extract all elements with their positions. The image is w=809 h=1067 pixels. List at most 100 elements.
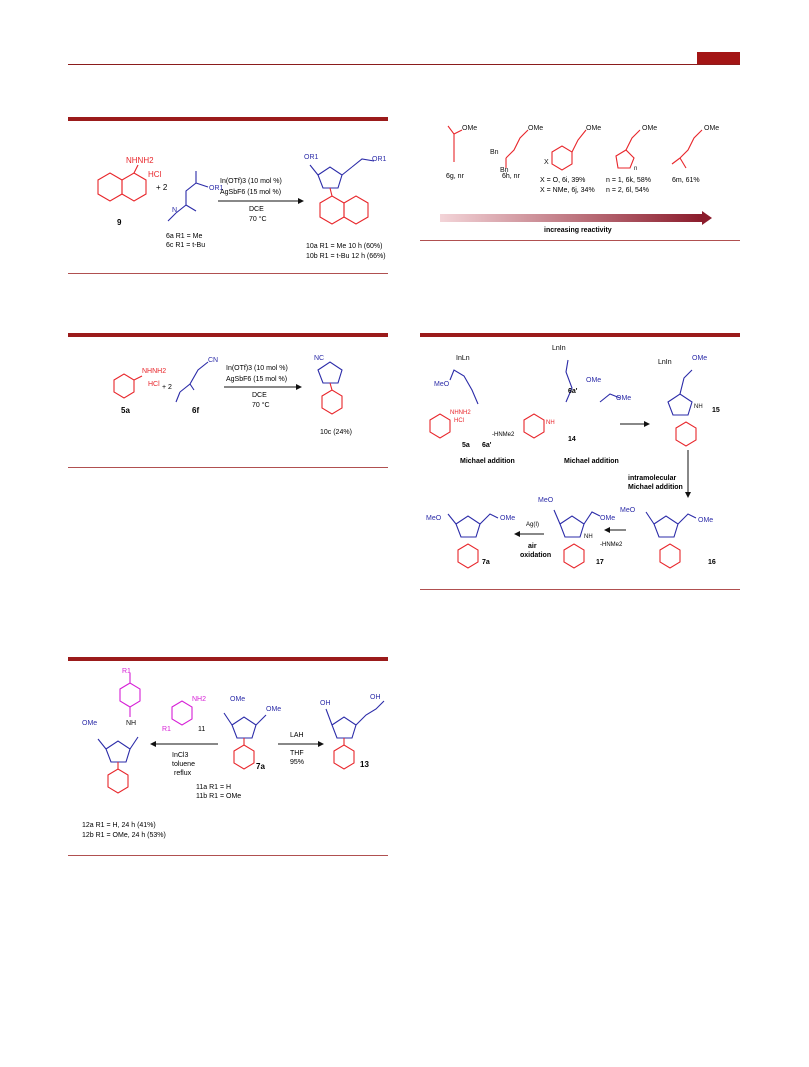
air-label: air [528, 543, 537, 550]
diol-13-structure [325, 700, 385, 739]
reagent-11-label: 11 [198, 726, 205, 733]
label-6i: X = O, 6i, 39% [540, 177, 585, 184]
scheme4-figure: OMe 6g, nr OMe Bn Bn 6h, nr OMe X X = O,… [440, 125, 719, 234]
svg-text:OMe: OMe [266, 706, 281, 713]
bn-label: Bn [490, 149, 499, 156]
scheme1-top-bar [68, 117, 388, 121]
cond-solvent: DCE [249, 206, 264, 213]
reactivity-label: increasing reactivity [544, 227, 612, 234]
scheme2-top-bar [68, 333, 388, 337]
label-17: 17 [596, 559, 604, 566]
compound-6f-label: 6f [192, 406, 199, 415]
aniline-structure [171, 700, 193, 726]
svg-text:OMe: OMe [586, 125, 601, 132]
cyclic-enamine-6k-structure [615, 129, 641, 169]
pyrazole-10c-structure [317, 361, 343, 384]
pyrazole-amide-structure [97, 736, 139, 763]
hcl-label: HCl [454, 418, 464, 424]
svg-text:NH: NH [584, 534, 593, 540]
step-michael-1: Michael addition [460, 458, 515, 465]
scheme4-bottom-rule [420, 240, 740, 241]
scheme5-figure: InLn MeO NHNH2 HCl 5a 6a' -HNMe2 Michael… [426, 345, 720, 569]
scheme2-bottom-rule [68, 467, 388, 468]
cond-solvent: DCE [252, 392, 267, 399]
svg-text:OMe: OMe [528, 125, 543, 132]
svg-text:N: N [172, 207, 177, 214]
cond-yield: 95% [290, 759, 304, 766]
intermediate-14 [565, 359, 621, 403]
label-14: 14 [568, 436, 576, 443]
n-label: n [634, 166, 637, 172]
intermediate-17 [553, 509, 601, 538]
phenylhydrazine-5a [429, 413, 451, 439]
ome-label: OMe [82, 720, 97, 727]
scheme5-bottom-rule [420, 589, 740, 590]
or1-label-right: OR1 [372, 156, 387, 163]
equivalents-label: + 2 [156, 183, 168, 192]
svg-text:OMe: OMe [616, 395, 631, 402]
aryl-amide-structure [119, 673, 141, 717]
or1-label-left: OR1 [304, 154, 319, 161]
product-10a: 10a R1 = Me 10 h (60%) [306, 243, 382, 250]
step-intramolecular: intramolecular [628, 475, 677, 482]
r1-label: R1 [122, 668, 131, 675]
ome-label-6g: OMe [462, 125, 477, 132]
svg-text:Bn: Bn [500, 167, 509, 174]
r1-label-reagent: R1 [162, 726, 171, 733]
nhnh2-label: NHNH2 [450, 410, 471, 416]
svg-text:OMe: OMe [586, 377, 601, 384]
sm-6a-label: 6a R1 = Me [166, 233, 202, 240]
cond-reflux: reflux [174, 770, 192, 777]
hcl-label: HCl [148, 170, 162, 179]
svg-text:OMe: OMe [704, 125, 719, 132]
sm-6c-label: 6c R1 = t-Bu [166, 242, 205, 249]
scheme3-top-bar [68, 657, 388, 661]
reagent-11a: 11a R1 = H [196, 784, 231, 791]
pyrazole-product-structure [309, 158, 375, 189]
label-5a: 5a [462, 442, 470, 449]
cond-temp: 70 °C [252, 401, 270, 409]
label-6a-prime: 6a' [482, 442, 492, 449]
or1-label: OR1 [209, 185, 224, 192]
reactivity-arrow-head [702, 211, 712, 225]
svg-text:OMe: OMe [698, 517, 713, 524]
oh-label: OH [320, 700, 331, 707]
nhnh2-label: NHNH2 [142, 368, 166, 375]
svg-text:OMe: OMe [230, 696, 245, 703]
x-label: X [544, 159, 549, 166]
nh-label-15: NH [694, 404, 703, 410]
svg-text:MeO: MeO [538, 497, 554, 504]
activated-enaminoester [449, 369, 479, 405]
scheme3-figure: R1 NH OMe NH2 R1 11 InCl3 toluene reflux… [82, 668, 385, 839]
header-accent-block [697, 52, 740, 64]
scheme1-figure: NHNH2 HCl 9 + 2 OR1 N 6a R1 = Me 6c R1 =… [97, 154, 387, 260]
label-7a: 7a [482, 559, 490, 566]
hnme2-label: -HNMe2 [492, 432, 515, 438]
scheme1-bottom-rule [68, 273, 388, 274]
label-6m: 6m, 61% [672, 177, 700, 184]
cond-catalyst: In(OTf)3 (10 mol %) [226, 365, 288, 372]
label-6h: 6h, nr [502, 173, 521, 180]
product-10b: 10b R1 = t-Bu 12 h (66%) [306, 253, 386, 260]
step-michael-2: Michael addition [564, 458, 619, 465]
hnme2-label-2: -HNMe2 [600, 542, 623, 548]
alkyne-6g-structure [447, 125, 463, 162]
cond-incl3: InCl3 [172, 752, 188, 759]
reagent-11b: 11b R1 = OMe [196, 793, 241, 800]
enamine-6h-structure [505, 129, 529, 168]
svg-text:OMe: OMe [692, 355, 707, 362]
naphthylhydrazine-structure [97, 164, 147, 202]
product-12a: 12a R1 = H, 24 h (41%) [82, 822, 156, 829]
pyrazole-7a-structure [223, 712, 267, 739]
ag-label: Ag(I) [526, 522, 539, 528]
cond-additive: AgSbF6 (15 mol %) [220, 189, 281, 196]
meo-label: MeO [434, 381, 450, 388]
label-6l: n = 2, 6l, 54% [606, 187, 649, 194]
cond-catalyst: In(OTf)3 (10 mol %) [220, 178, 282, 185]
nh-label: NH [126, 720, 136, 727]
nc-label: NC [314, 355, 324, 362]
svg-text:OMe: OMe [500, 515, 515, 522]
phenylhydrazine-structure [113, 373, 143, 399]
svg-text:OMe: OMe [600, 515, 615, 522]
reactivity-arrow-bar [440, 214, 702, 222]
